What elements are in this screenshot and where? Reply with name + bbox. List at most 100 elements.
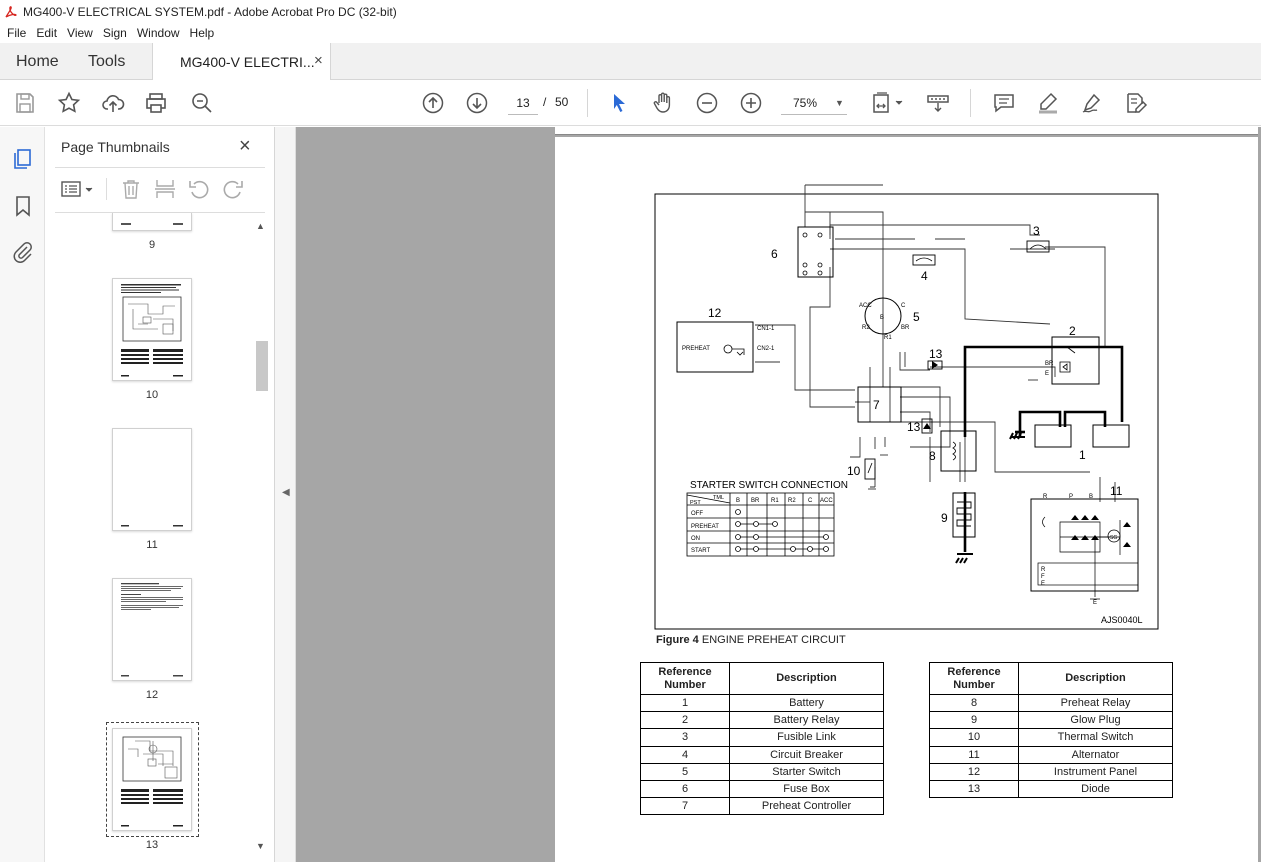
diagram-code: AJS0040L: [1101, 615, 1143, 625]
thumbnail-label: 11: [146, 539, 158, 551]
sign-pen-icon[interactable]: [1080, 91, 1104, 115]
close-icon[interactable]: ×: [239, 135, 251, 157]
tab-close-icon[interactable]: ×: [314, 52, 323, 69]
collapse-panel-icon[interactable]: ◀: [282, 487, 290, 498]
navigation-rail: [0, 127, 45, 862]
description-cell: Alternator: [1018, 745, 1173, 764]
tab-tools[interactable]: Tools: [88, 53, 126, 70]
starter-col-b: B: [736, 498, 740, 504]
figure-title: ENGINE PREHEAT CIRCUIT: [701, 634, 846, 646]
description-cell: Fusible Link: [729, 728, 884, 747]
description-cell: Glow Plug: [1018, 711, 1173, 730]
table-header-row: Reference Number Description: [640, 662, 884, 695]
rotate-right-icon[interactable]: [222, 178, 244, 200]
document-view: 6 3 4 B ACC C R2 R1 BR: [296, 127, 1261, 862]
reference-number-cell: 1: [640, 693, 730, 713]
bookmarks-icon[interactable]: [11, 194, 35, 218]
terminal-e-bottom: E: [1093, 600, 1097, 606]
menu-help[interactable]: Help: [189, 26, 215, 40]
preheat-text: PREHEAT: [682, 346, 710, 352]
header-reference-number: Reference Number: [640, 662, 730, 695]
page-down-icon[interactable]: [465, 91, 489, 115]
diagram-label-2: 2: [1069, 324, 1076, 338]
highlight-pen-icon[interactable]: [1036, 91, 1060, 115]
terminal-r2: R2: [862, 325, 870, 331]
page-fit-icon[interactable]: [871, 91, 907, 115]
table-header-row: Reference Number Description: [929, 662, 1173, 695]
menu-edit[interactable]: Edit: [36, 26, 58, 40]
reference-number-cell: 6: [640, 779, 730, 799]
insert-page-icon[interactable]: [154, 178, 176, 200]
starter-col-c: C: [808, 498, 813, 504]
reference-number-cell: 11: [929, 745, 1019, 764]
terminal-br: BR: [901, 325, 910, 331]
delete-trash-icon[interactable]: [120, 178, 142, 200]
thumbnail-page-9[interactable]: [112, 213, 192, 231]
scrollbar-thumb[interactable]: [256, 341, 268, 391]
thumbnail-page-10[interactable]: [112, 278, 192, 381]
page-number-input[interactable]: 13: [508, 91, 538, 115]
panel-splitter[interactable]: ◀: [275, 127, 296, 862]
thumbnail-page-13[interactable]: [112, 728, 192, 831]
reference-number-cell: 8: [929, 693, 1019, 713]
thumbnail-label: 13: [145, 839, 159, 851]
description-cell: Battery Relay: [729, 711, 884, 730]
page-thumbnails-icon[interactable]: [11, 147, 35, 171]
thumbnail-page-12[interactable]: [112, 578, 192, 681]
thumbnail-page-11[interactable]: [112, 428, 192, 531]
rotate-left-icon[interactable]: [188, 178, 210, 200]
zoom-out-icon[interactable]: [695, 91, 719, 115]
upload-cloud-icon[interactable]: [101, 91, 125, 115]
menu-sign[interactable]: Sign: [102, 26, 127, 40]
scroll-down-icon[interactable]: ▼: [256, 841, 265, 851]
search-zoom-icon[interactable]: [190, 91, 214, 115]
comment-icon[interactable]: [992, 91, 1016, 115]
page-total: 50: [555, 95, 569, 109]
terminal-p-top: P: [1069, 494, 1073, 500]
tab-document[interactable]: MG400-V ELECTRI... ×: [152, 43, 331, 81]
scroll-mode-icon[interactable]: [926, 91, 950, 115]
diagram-label-1: 1: [1079, 448, 1086, 462]
zoom-level-select[interactable]: 75% ▼: [781, 91, 847, 115]
terminal-r-alt: R: [1041, 567, 1046, 573]
hand-tool-icon[interactable]: [651, 91, 675, 115]
zoom-in-icon[interactable]: [739, 91, 763, 115]
starter-row-on: ON: [691, 536, 700, 542]
engine-preheat-circuit-diagram: 6 3 4 B ACC C R2 R1 BR: [654, 184, 1159, 630]
menu-view[interactable]: View: [67, 26, 93, 40]
toolbar-divider: [587, 89, 588, 117]
terminal-e-alt: E: [1041, 581, 1045, 587]
diagram-label-4: 4: [921, 269, 928, 283]
menu-window[interactable]: Window: [136, 26, 180, 40]
tab-document-label: MG400-V ELECTRI...: [180, 54, 315, 70]
thumbnail-options-icon[interactable]: [61, 180, 95, 198]
connector-cn1: CN1-1: [757, 326, 775, 332]
scroll-up-icon[interactable]: ▲: [256, 221, 265, 231]
pdf-page: 6 3 4 B ACC C R2 R1 BR: [555, 137, 1258, 862]
diagram-label-11: 11: [1110, 484, 1123, 498]
attachments-paperclip-icon[interactable]: [11, 240, 35, 264]
edit-pdf-icon[interactable]: [1124, 91, 1148, 115]
diagram-label-8: 8: [929, 449, 936, 463]
chevron-down-icon: ▼: [835, 98, 844, 108]
menu-file[interactable]: File: [7, 26, 27, 40]
select-cursor-icon[interactable]: [607, 91, 631, 115]
diagram-label-5: 5: [913, 310, 920, 324]
print-icon[interactable]: [144, 91, 168, 115]
page-up-icon[interactable]: [421, 91, 445, 115]
bookmark-star-icon[interactable]: [57, 91, 81, 115]
save-icon[interactable]: [13, 91, 37, 115]
diagram-label-7: 7: [873, 398, 880, 412]
thumbnail-scrollbar[interactable]: ▲ ▼: [255, 221, 269, 853]
tab-home[interactable]: Home: [16, 53, 59, 70]
previous-page-edge: [555, 127, 1258, 135]
